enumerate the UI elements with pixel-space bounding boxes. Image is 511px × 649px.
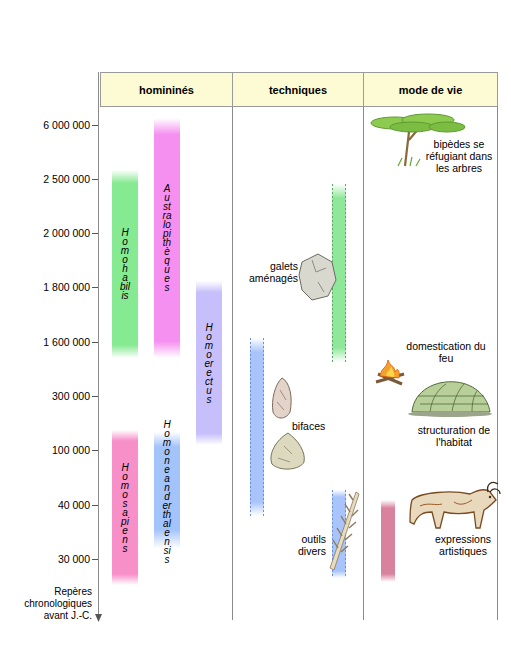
column-header: techniques — [232, 72, 364, 107]
axis-label: Repères chronologiques avant J.-C. — [6, 586, 92, 622]
band-edge — [250, 338, 251, 516]
caption-label: structuration de l'habitat — [412, 424, 496, 448]
lifestyle-band — [381, 500, 395, 582]
axis-label: 300 000 — [8, 390, 90, 402]
hominin-band: Homo sapiens — [112, 430, 138, 585]
hominin-band: Homo neanderthalensis — [154, 398, 180, 586]
harpoon — [330, 492, 359, 570]
species-name: Australopithèques — [162, 184, 172, 292]
hominin-band: Homo erectus — [196, 281, 222, 445]
axis-label: 2 000 000 — [8, 227, 90, 239]
biface-flakes — [277, 390, 286, 410]
hominin-band: Australopithèques — [154, 118, 180, 358]
pebble-tool — [299, 254, 336, 300]
hut — [408, 382, 492, 417]
column-header: homininés — [100, 72, 233, 107]
axis-label: 40 000 — [8, 499, 90, 511]
technique-band — [250, 338, 264, 516]
axis-ticks — [92, 126, 98, 560]
fire — [376, 360, 404, 384]
pebble-flakes — [312, 260, 326, 292]
biface — [271, 433, 304, 469]
column-header: mode de vie — [363, 72, 498, 107]
hominin-band: Homo habilis — [112, 170, 138, 358]
caption-label: galets aménagés — [236, 260, 298, 284]
axis-label: 100 000 — [8, 444, 90, 456]
caption-label: domestication du feu — [398, 340, 494, 364]
biface-flakes — [278, 446, 292, 462]
axis-label: 6 000 000 — [8, 119, 90, 131]
species-name: Homo sapiens — [120, 463, 130, 553]
caption-label: outils divers — [276, 533, 326, 557]
biface — [272, 378, 291, 418]
caption-label: expressions artistiques — [430, 533, 496, 557]
species-name: Homo neanderthalensis — [162, 420, 172, 564]
aurochs-painting — [410, 482, 500, 528]
axis-label: 2 500 000 — [8, 173, 90, 185]
caption-label: bifaces — [292, 420, 332, 432]
band-edge — [263, 338, 264, 516]
header-text: homininés — [139, 84, 194, 96]
caption-label: bipèdes se réfugiant dans les arbres — [424, 138, 494, 174]
axis-label: 1 600 000 — [8, 336, 90, 348]
header-text: mode de vie — [399, 84, 463, 96]
axis-arrow — [95, 614, 102, 622]
species-name: Homo habilis — [120, 228, 130, 300]
species-name: Homo erectus — [204, 323, 214, 404]
band-edge — [345, 184, 346, 362]
axis-label: 30 000 — [8, 553, 90, 565]
axis-label: 1 800 000 — [8, 281, 90, 293]
header-text: techniques — [269, 84, 327, 96]
table-frame — [99, 72, 498, 620]
